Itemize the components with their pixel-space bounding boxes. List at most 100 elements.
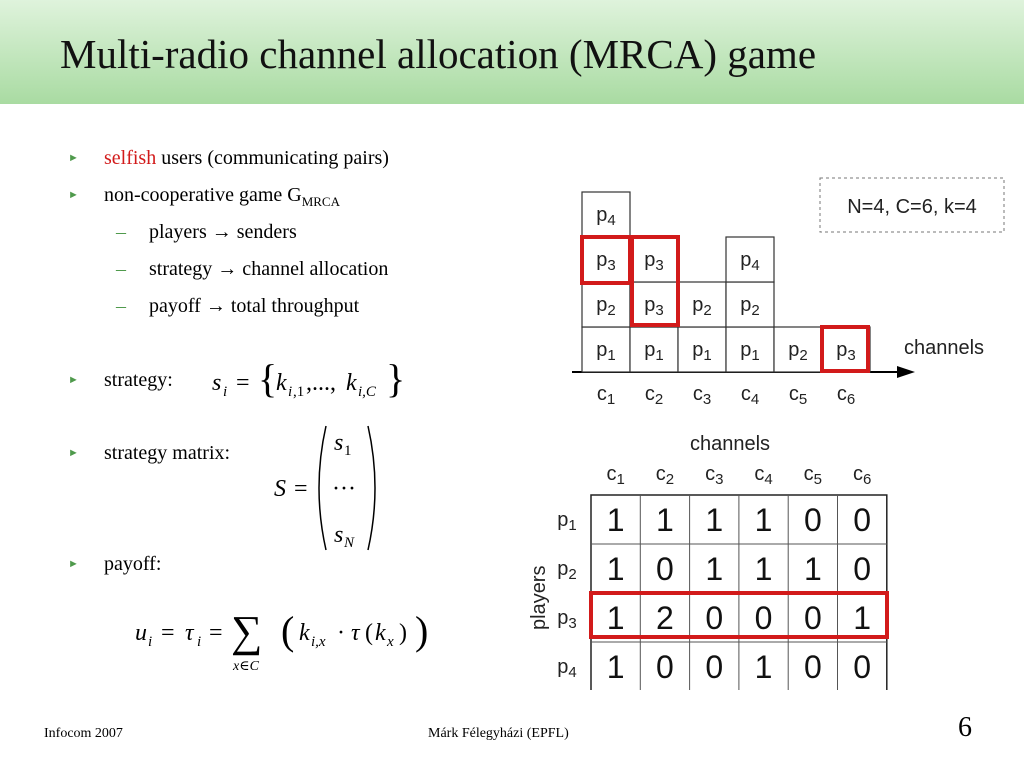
matrix-row-header: p2: [557, 558, 576, 583]
alloc-cell-label: p2: [740, 294, 759, 319]
channel-tick-label: c6: [837, 383, 855, 408]
alloc-cell: [773, 326, 823, 373]
matrix-cell-value: 0: [705, 600, 723, 636]
matrix-cell-value: 1: [607, 502, 625, 538]
footer-conference: Infocom 2007: [44, 726, 123, 741]
svg-text:s: s: [334, 522, 343, 548]
page-number: 6: [958, 712, 972, 743]
matrix-cell-value: 0: [853, 649, 871, 685]
slide-title: Multi-radio channel allocation (MRCA) ga…: [60, 31, 817, 77]
legend-box: [819, 177, 1005, 233]
bullet-arrow-icon: ►: [68, 152, 79, 164]
alloc-cell: [581, 191, 631, 238]
dash-icon: –: [116, 295, 126, 317]
matrix-cell-value: 0: [755, 600, 773, 636]
matrix-cell-value: 0: [705, 649, 723, 685]
alloc-cell-label: p1: [596, 339, 615, 364]
alloc-cell: [725, 281, 775, 328]
matrix-col-header: c3: [705, 463, 723, 488]
svg-text:·: ·: [337, 620, 345, 646]
svg-text:s: s: [334, 430, 343, 456]
matrix-col-header: c5: [804, 463, 822, 488]
svg-text:τ: τ: [351, 620, 361, 646]
axis-arrow-icon: [897, 366, 915, 378]
alloc-cell-label: p1: [692, 339, 711, 364]
channel-tick-label: c2: [645, 383, 663, 408]
svg-text:i: i: [288, 384, 292, 400]
bullet-game: ► non-cooperative game GMRCA: [68, 184, 340, 209]
channel-tick-label: c3: [693, 383, 711, 408]
svg-text:): ): [415, 608, 428, 653]
matrix-cell-value: 1: [656, 502, 674, 538]
svg-text:i: i: [197, 634, 201, 650]
highlight-row-p3: [589, 591, 889, 639]
matrix-col-header: c6: [853, 463, 871, 488]
bullet-arrow-icon: ►: [68, 558, 79, 570]
channel-tick-label: c1: [597, 383, 615, 408]
svg-text:i,C: i,C: [358, 384, 377, 400]
svg-text:k: k: [346, 370, 357, 396]
channels-axis-label: channels: [904, 337, 984, 359]
sub-bullet-strategy: – strategy → channel allocation: [116, 258, 389, 280]
svg-text:x∈C: x∈C: [232, 659, 260, 674]
matrix-channels-label: channels: [690, 433, 770, 455]
alloc-cell: [725, 236, 775, 283]
alloc-cell-label: p2: [596, 294, 615, 319]
bullet-arrow-icon: ►: [68, 189, 79, 201]
matrix-cell-value: 0: [656, 649, 674, 685]
alloc-cell-label: p3: [644, 249, 663, 274]
bullet-strategy: ► strategy:: [68, 369, 173, 391]
svg-text:∑: ∑: [231, 607, 262, 656]
matrix-row-header: p3: [557, 607, 576, 632]
highlight-p3-c6: [820, 325, 870, 373]
matrix-cell-value: 0: [853, 502, 871, 538]
channel-tick-label: c4: [741, 383, 759, 408]
svg-text:=: =: [236, 370, 250, 396]
matrix-col-header: c4: [754, 463, 772, 488]
matrix-col-header: c1: [606, 463, 624, 488]
svg-text:k: k: [375, 620, 386, 646]
matrix-cell-value: 1: [607, 551, 625, 587]
svg-text:N: N: [343, 535, 355, 551]
svg-text:): ): [399, 620, 407, 646]
svg-text:i: i: [223, 384, 227, 400]
svg-text:τ: τ: [185, 620, 195, 646]
svg-text:k: k: [276, 370, 287, 396]
alloc-cell-label: p2: [692, 294, 711, 319]
alloc-cell-label: p1: [644, 339, 663, 364]
matrix-cell-value: 1: [755, 502, 773, 538]
matrix-cell-value: 1: [804, 551, 822, 587]
highlight-p3-c2: [630, 235, 680, 327]
alloc-cell-label: p4: [740, 249, 759, 274]
matrix-cell-value: 1: [853, 600, 871, 636]
dash-icon: –: [116, 221, 126, 243]
channel-tick-label: c5: [789, 383, 807, 408]
bullet-payoff: ► payoff:: [68, 553, 162, 575]
strategy-matrix-equation: S = s 1 ··· s N: [274, 425, 376, 551]
matrix-col-header: c2: [656, 463, 674, 488]
svg-text:u: u: [135, 620, 147, 646]
matrix-cell-value: 1: [607, 600, 625, 636]
svg-text:{: {: [258, 356, 277, 401]
matrix-cell-value: 2: [656, 600, 674, 636]
bullet-arrow-icon: ►: [68, 447, 79, 459]
svg-text:i: i: [148, 634, 152, 650]
alloc-cell-label: p2: [788, 339, 807, 364]
svg-text:,1: ,1: [293, 384, 304, 400]
svg-text:1: 1: [344, 443, 352, 459]
sub-bullet-players: – players → senders: [116, 221, 297, 243]
svg-text:i,x: i,x: [311, 634, 326, 650]
matrix-cell-value: 1: [755, 551, 773, 587]
alloc-cell-label: p1: [740, 339, 759, 364]
matrix-cell-value: 0: [656, 551, 674, 587]
alloc-cell: [629, 236, 679, 283]
alloc-cell-label: p4: [596, 204, 615, 229]
bullet-arrow-icon: ►: [68, 374, 79, 386]
matrix-row-header: p1: [557, 509, 576, 534]
svg-text:···: ···: [332, 476, 356, 502]
strategy-equation: s i = { k i ,1 ,..., k i,C }: [212, 356, 405, 401]
dash-icon: –: [116, 258, 126, 280]
matrix-cell-value: 0: [804, 502, 822, 538]
sub-bullet-payoff: – payoff → total throughput: [116, 295, 360, 317]
svg-text:(: (: [281, 608, 294, 653]
